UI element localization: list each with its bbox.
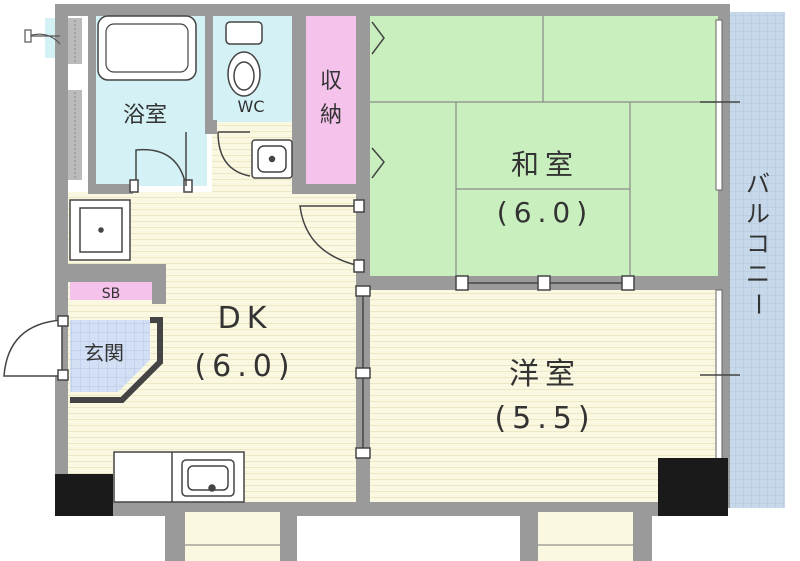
western-label: 洋室 bbox=[509, 357, 581, 392]
storage-label-2: 納 bbox=[320, 103, 342, 128]
entrance-step bbox=[70, 317, 163, 403]
balcony-floor bbox=[730, 12, 785, 508]
japanese-floor bbox=[370, 14, 720, 276]
entrance-floor bbox=[70, 320, 150, 392]
storage-label-1: 収 bbox=[320, 69, 342, 94]
balcony-label-char: コ bbox=[746, 230, 770, 258]
wc-label: WC bbox=[238, 97, 265, 116]
doors bbox=[3, 21, 740, 459]
balcony-label-char: ル bbox=[746, 200, 770, 228]
balcony-label-char: ー bbox=[744, 292, 772, 316]
wash-basin bbox=[251, 139, 293, 179]
service-door bbox=[24, 29, 61, 45]
japanese-size: (6.0) bbox=[497, 196, 593, 229]
entrance-label: 玄関 bbox=[84, 341, 124, 365]
bottom-bays bbox=[165, 504, 652, 561]
shoebox-label: SB bbox=[102, 286, 121, 302]
tatami-lines bbox=[370, 14, 720, 276]
bathtub bbox=[97, 15, 197, 81]
japanese-label: 和室 bbox=[511, 148, 579, 181]
dk-size: (6.0) bbox=[194, 349, 295, 384]
left-vents bbox=[68, 18, 82, 180]
dk-label: DK bbox=[218, 301, 273, 336]
balcony-label-char: バ bbox=[746, 170, 770, 198]
shoebox-floor bbox=[70, 282, 152, 300]
storage-floor bbox=[306, 14, 356, 186]
pillars bbox=[55, 458, 728, 516]
kitchen-counter bbox=[113, 451, 245, 503]
toilet bbox=[225, 21, 263, 97]
balcony-label-char: ニ bbox=[746, 260, 770, 288]
bath-label: 浴室 bbox=[123, 103, 167, 128]
washing-machine-space bbox=[69, 199, 131, 261]
western-size: (5.5) bbox=[494, 401, 595, 436]
